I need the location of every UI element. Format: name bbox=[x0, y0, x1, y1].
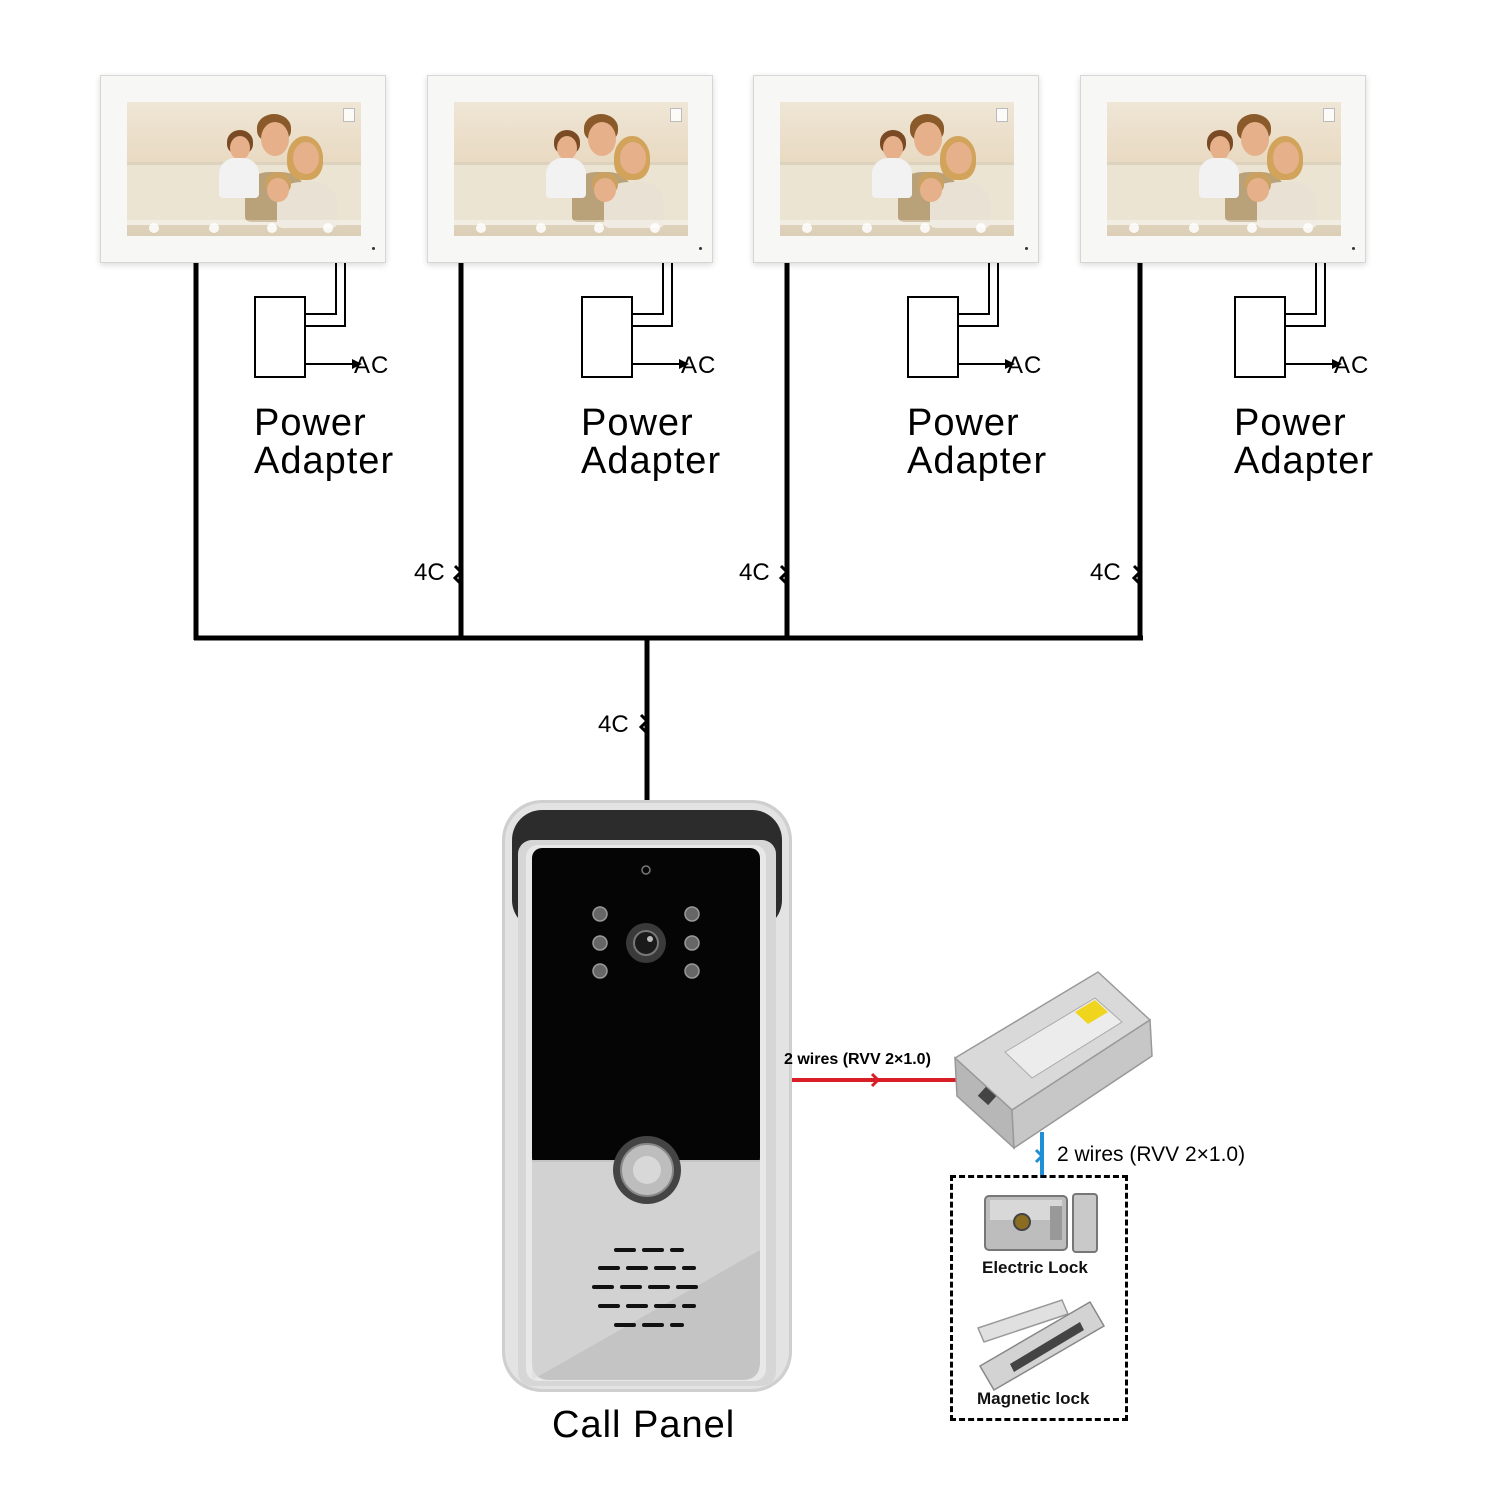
power-adapter-label-line1: Power bbox=[581, 402, 694, 444]
indoor-monitor-2 bbox=[427, 75, 713, 263]
monitor-screen bbox=[127, 102, 361, 236]
monitor-menu-icon bbox=[1323, 108, 1335, 122]
power-adapter-box bbox=[907, 296, 959, 378]
wire-type-label: 4C bbox=[1090, 559, 1121, 586]
power-adapter-label: Power Adapter bbox=[254, 404, 394, 480]
power-adapter-box bbox=[1234, 296, 1286, 378]
lock-wire-label: 2 wires (RVV 2×1.0) bbox=[1057, 1143, 1246, 1166]
power-adapter-label-line1: Power bbox=[1234, 402, 1347, 444]
call-panel bbox=[502, 800, 792, 1392]
monitor-screen bbox=[454, 102, 688, 236]
indoor-monitor-4 bbox=[1080, 75, 1366, 263]
power-adapter-box bbox=[581, 296, 633, 378]
power-adapter-label: Power Adapter bbox=[581, 404, 721, 480]
ac-label: AC bbox=[681, 352, 717, 379]
magnetic-lock bbox=[976, 1299, 1106, 1392]
magnetic-lock-label: Magnetic lock bbox=[977, 1389, 1090, 1408]
status-led bbox=[1352, 247, 1355, 250]
power-adapter-label-line2: Adapter bbox=[1234, 440, 1375, 482]
monitor-screen bbox=[780, 102, 1014, 236]
power-adapter-label-line2: Adapter bbox=[907, 440, 1048, 482]
monitor-menu-icon bbox=[343, 108, 355, 122]
monitor-menu-icon bbox=[670, 108, 682, 122]
power-adapter-label: Power Adapter bbox=[907, 404, 1047, 480]
call-panel-label: Call Panel bbox=[552, 1404, 736, 1446]
ac-arrowheads bbox=[352, 359, 1342, 369]
bus-wires bbox=[193, 262, 1143, 800]
power-adapter-label-line2: Adapter bbox=[581, 440, 722, 482]
electric-lock-label: Electric Lock bbox=[982, 1258, 1088, 1277]
lock-power-supply bbox=[953, 971, 1153, 1150]
status-led bbox=[372, 247, 375, 250]
power-supply-wire-label: 2 wires (RVV 2×1.0) bbox=[784, 1051, 931, 1068]
power-adapter-label: Power Adapter bbox=[1234, 404, 1374, 480]
power-adapter-label-line2: Adapter bbox=[254, 440, 395, 482]
adapter-wires bbox=[306, 262, 1332, 365]
indoor-monitor-3 bbox=[753, 75, 1039, 263]
indoor-monitor-1 bbox=[100, 75, 386, 263]
ac-label: AC bbox=[1334, 352, 1370, 379]
status-led bbox=[699, 247, 702, 250]
wire-type-label: 4C bbox=[739, 559, 770, 586]
status-led bbox=[1025, 247, 1028, 250]
ac-label: AC bbox=[354, 352, 390, 379]
monitor-menu-icon bbox=[996, 108, 1008, 122]
power-adapter-box bbox=[254, 296, 306, 378]
wire-type-label: 4C bbox=[598, 711, 629, 738]
wire-type-label: 4C bbox=[414, 559, 445, 586]
power-adapter-label-line1: Power bbox=[254, 402, 367, 444]
monitor-screen bbox=[1107, 102, 1341, 236]
electric-lock bbox=[984, 1193, 1098, 1253]
ac-label: AC bbox=[1007, 352, 1043, 379]
power-adapter-label-line1: Power bbox=[907, 402, 1020, 444]
wire-break-marks bbox=[452, 564, 1143, 735]
lock-options-frame bbox=[950, 1175, 1128, 1421]
